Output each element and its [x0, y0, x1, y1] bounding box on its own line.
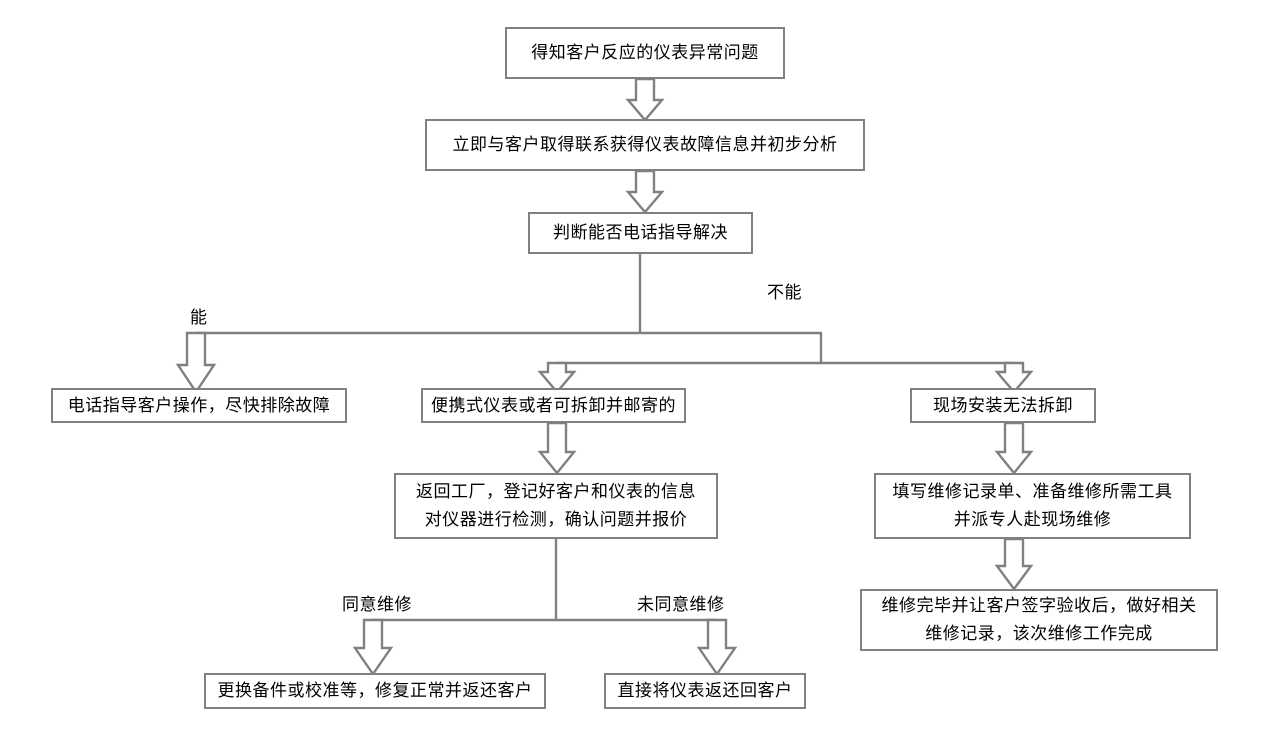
edge-label-decline-repair: 未同意维修	[637, 595, 725, 614]
node-text-line: 返回工厂，登记好客户和仪表的信息	[416, 482, 696, 501]
node-text-line: 维修完毕并让客户签字验收后，做好相关	[881, 596, 1197, 615]
arrow-to-n11	[696, 618, 738, 677]
node-phone-guide-customer[interactable]: 电话指导客户操作，尽快排除故障	[51, 388, 347, 423]
node-text-line: 判断能否电话指导解决	[553, 223, 728, 242]
node-text-line: 并派专人赴现场维修	[953, 510, 1112, 529]
node-text-line: 立即与客户取得联系获得仪表故障信息并初步分析	[452, 135, 838, 154]
arrow-n8-to-n9	[994, 537, 1034, 592]
edge-label-cannot-resolve: 不能	[767, 283, 802, 302]
arrow-to-n10	[352, 618, 394, 677]
node-text-line: 填写维修记录单、准备维修所需工具	[892, 482, 1173, 501]
node-text-line: 维修记录，该次维修工作完成	[925, 624, 1153, 643]
arrow-n1-to-n2	[625, 77, 665, 122]
node-text-line: 更换备件或校准等，修复正常并返还客户	[217, 681, 533, 700]
node-text-line: 便携式仪表或者可拆卸并邮寄的	[431, 395, 676, 415]
node-return-instrument-directly[interactable]: 直接将仪表返还回客户	[604, 673, 806, 709]
node-text-line: 直接将仪表返还回客户	[617, 681, 793, 700]
node-repair-complete-signoff[interactable]: 维修完毕并让客户签字验收后，做好相关 维修记录，该次维修工作完成	[860, 589, 1218, 651]
node-text-line: 电话指导客户操作，尽快排除故障	[67, 395, 331, 415]
arrow-to-n4	[175, 331, 217, 395]
node-return-factory-inspect-quote[interactable]: 返回工厂，登记好客户和仪表的信息 对仪器进行检测，确认问题并报价	[394, 473, 718, 539]
node-portable-or-removable[interactable]: 便携式仪表或者可拆卸并邮寄的	[421, 388, 686, 423]
node-prepare-record-and-dispatch[interactable]: 填写维修记录单、准备维修所需工具 并派专人赴现场维修	[874, 473, 1191, 539]
node-decide-phone-guidance[interactable]: 判断能否电话指导解决	[528, 212, 753, 254]
node-contact-customer-analyze[interactable]: 立即与客户取得联系获得仪表故障信息并初步分析	[425, 119, 865, 171]
node-start-issue-reported[interactable]: 得知客户反应的仪表异常问题	[505, 27, 785, 79]
node-fixed-onsite-installation[interactable]: 现场安装无法拆卸	[910, 388, 1096, 423]
arrow-n2-to-n3	[625, 169, 665, 214]
node-replace-parts-return[interactable]: 更换备件或校准等，修复正常并返还客户	[204, 673, 546, 709]
node-text-line: 对仪器进行检测，确认问题并报价	[424, 510, 688, 529]
edge-label-agree-repair: 同意维修	[342, 595, 412, 614]
arrow-n5-to-n7	[537, 421, 577, 475]
edge-label-can-resolve: 能	[190, 308, 208, 327]
node-text-line: 现场安装无法拆卸	[933, 395, 1073, 415]
node-text-line: 得知客户反应的仪表异常问题	[531, 43, 759, 62]
arrow-n6-to-n8	[994, 421, 1034, 475]
